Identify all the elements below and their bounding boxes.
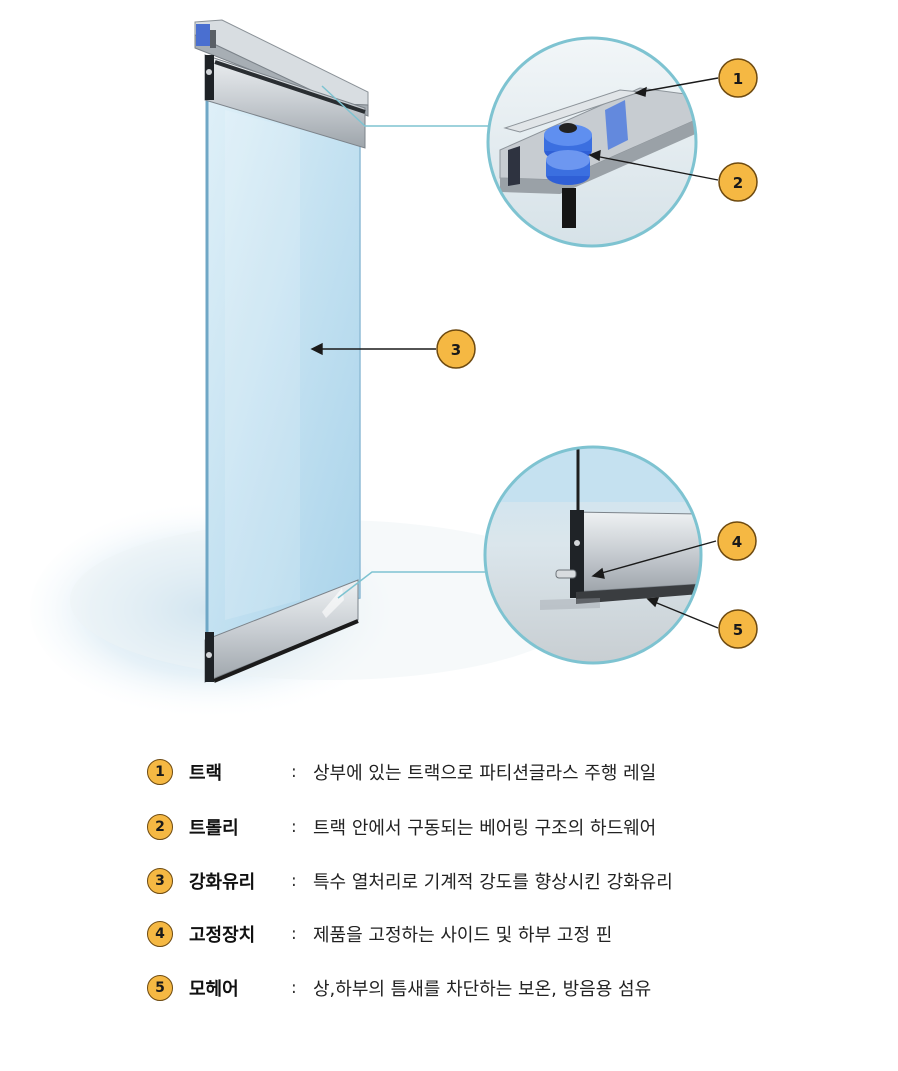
legend-separator: : <box>291 871 297 891</box>
legend-row-2: 2 트롤리 : 트랙 안에서 구동되는 베어링 구조의 하드웨어 <box>147 812 656 842</box>
legend-badge: 4 <box>147 921 173 947</box>
magnifier-pin-mohair <box>483 445 703 665</box>
legend-row-4: 4 고정장치 : 제품을 고정하는 사이드 및 하부 고정 핀 <box>147 919 612 949</box>
legend-description: 트랙 안에서 구동되는 베어링 구조의 하드웨어 <box>313 818 657 839</box>
legend-badge: 3 <box>147 868 173 894</box>
legend-description: 특수 열처리로 기계적 강도를 향상시킨 강화유리 <box>313 872 673 893</box>
badge-2: 2 <box>718 162 758 202</box>
connector-line-bottom <box>337 571 486 599</box>
pointer-lines <box>310 77 719 629</box>
magnifier-track-trolley <box>486 36 698 248</box>
legend-description: 제품을 고정하는 사이드 및 하부 고정 핀 <box>313 925 613 946</box>
badge-5: 5 <box>718 609 758 649</box>
legend-badge: 5 <box>147 975 173 1001</box>
legend-separator: : <box>291 978 297 998</box>
legend-term: 강화유리 <box>189 872 256 893</box>
badge-1: 1 <box>718 58 758 98</box>
badge-5-label: 5 <box>733 621 743 639</box>
legend-badge: 2 <box>147 814 173 840</box>
badge-4-label: 4 <box>732 533 742 551</box>
legend-row-5: 5 모헤어 : 상,하부의 틈새를 차단하는 보온, 방음용 섬유 <box>147 973 651 1003</box>
top-rail <box>204 54 366 149</box>
legend-term: 고정장치 <box>189 925 256 946</box>
legend-separator: : <box>291 924 297 944</box>
glass-panel <box>205 97 361 641</box>
legend-term: 트랙 <box>189 763 223 784</box>
partition-glass-diagram: 1 2 3 4 5 <box>30 19 758 720</box>
legend-description: 상부에 있는 트랙으로 파티션글라스 주행 레일 <box>313 763 657 784</box>
legend-description: 상,하부의 틈새를 차단하는 보온, 방음용 섬유 <box>313 979 652 1000</box>
legend-row-1: 1 트랙 : 상부에 있는 트랙으로 파티션글라스 주행 레일 <box>147 757 656 787</box>
badge-3: 3 <box>436 329 476 369</box>
bottom-rail <box>204 579 359 683</box>
legend-separator: : <box>291 762 297 782</box>
legend-badge: 1 <box>147 759 173 785</box>
legend-term: 모헤어 <box>189 979 239 1000</box>
legend-term: 트롤리 <box>189 818 239 839</box>
badge-1-label: 1 <box>733 70 743 88</box>
badge-4: 4 <box>717 521 757 561</box>
badge-3-label: 3 <box>451 341 461 359</box>
connector-line-top <box>321 85 490 127</box>
badge-2-label: 2 <box>733 174 743 192</box>
legend-row-3: 3 강화유리 : 특수 열처리로 기계적 강도를 향상시킨 강화유리 <box>147 866 673 896</box>
legend-separator: : <box>291 817 297 837</box>
